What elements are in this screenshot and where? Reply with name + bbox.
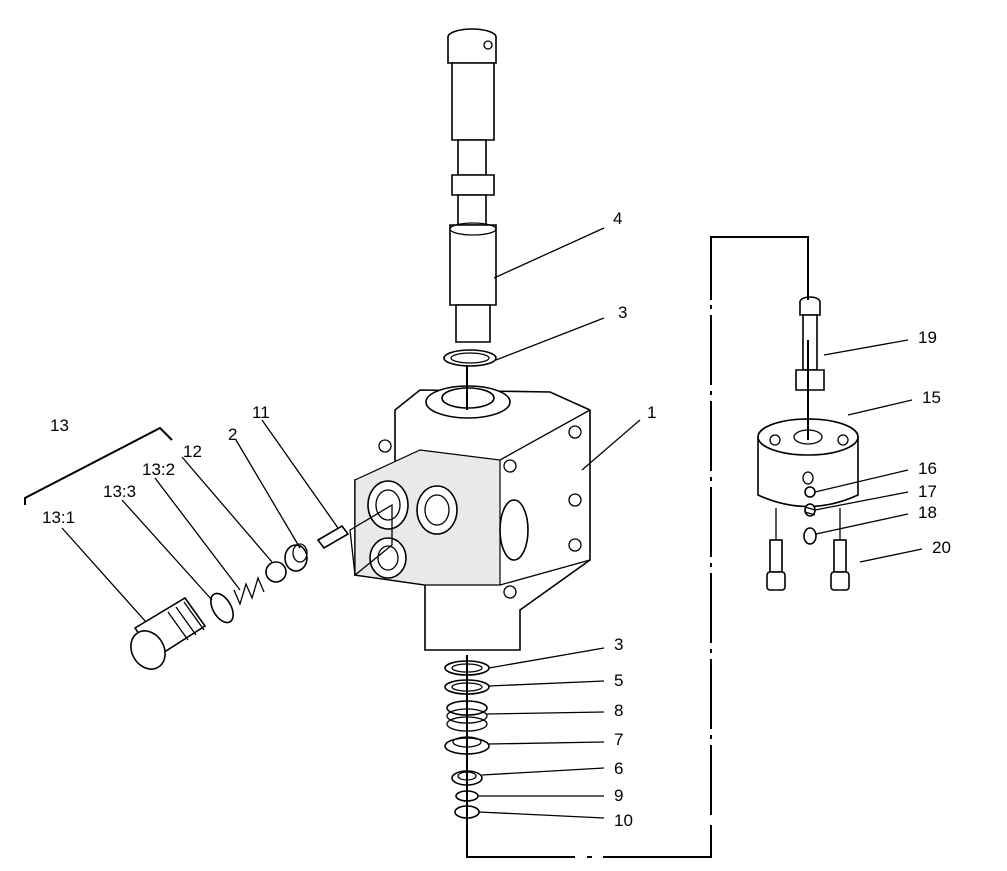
label-18: 18 (918, 503, 937, 522)
valve-body-part-1 (354, 385, 591, 651)
label-13: 13 (50, 416, 69, 435)
label-12: 12 (183, 442, 202, 461)
label-13-1: 13:1 (42, 508, 75, 527)
leader-lines (61, 227, 923, 819)
label-2: 2 (228, 425, 237, 444)
label-17: 17 (918, 482, 937, 501)
label-4: 4 (613, 209, 622, 228)
label-16: 16 (918, 459, 937, 478)
label-5: 5 (614, 671, 623, 690)
connector-top (710, 236, 809, 300)
label-9: 9 (614, 786, 623, 805)
label-1: 1 (647, 403, 656, 422)
label-3-bottom: 3 (614, 635, 623, 654)
connector-bottom-right (603, 825, 712, 858)
label-10: 10 (614, 811, 633, 830)
label-19: 19 (918, 328, 937, 347)
label-8: 8 (614, 701, 623, 720)
label-7: 7 (614, 730, 623, 749)
label-20: 20 (932, 538, 951, 557)
label-11: 11 (252, 403, 270, 422)
label-15: 15 (922, 388, 941, 407)
label-3-top: 3 (618, 303, 627, 322)
bracket-13 (24, 426, 173, 505)
part-labels: 4 3 1 13 12 2 11 13:2 13:3 13:1 3 5 8 7 … (42, 209, 951, 830)
label-13-3: 13:3 (103, 482, 136, 501)
spool-part-4 (447, 28, 497, 343)
relief-valve-assembly-13 (130, 503, 393, 670)
connector-bottom-left (466, 800, 575, 858)
label-13-2: 13:2 (142, 460, 175, 479)
label-6: 6 (614, 759, 623, 778)
